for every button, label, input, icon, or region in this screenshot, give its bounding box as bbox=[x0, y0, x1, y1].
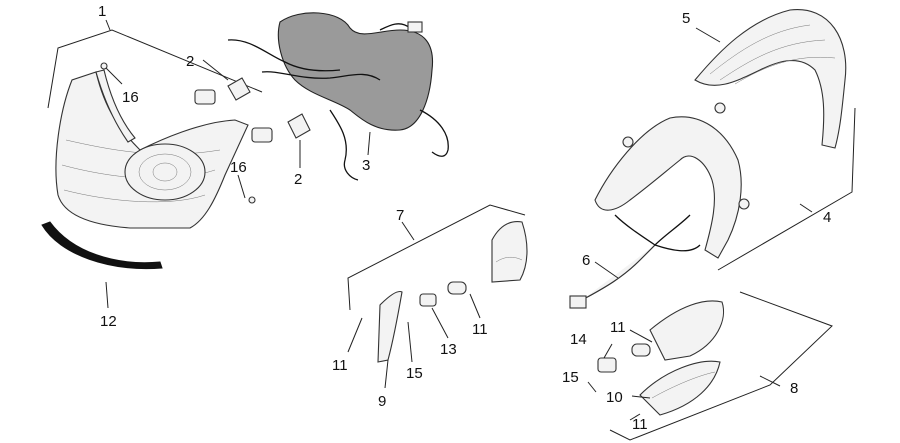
indicator-bulb bbox=[447, 281, 467, 295]
leader-2a bbox=[202, 59, 229, 81]
bulb-4a bbox=[622, 136, 634, 148]
group-4-bracket bbox=[717, 107, 856, 271]
indicator-lens-9 bbox=[377, 291, 403, 363]
group-1-bracket bbox=[47, 29, 263, 109]
bulb-4b bbox=[738, 198, 750, 210]
group-7-bracket bbox=[347, 204, 526, 311]
leader-5 bbox=[695, 27, 721, 43]
indicator-bulb-13 bbox=[419, 293, 437, 307]
leader-3 bbox=[367, 131, 371, 156]
headlight-lens bbox=[124, 143, 206, 201]
leader-14 bbox=[603, 343, 613, 359]
leader-16b bbox=[237, 174, 246, 199]
callout-11d: 11 bbox=[632, 416, 648, 433]
callout-12: 12 bbox=[100, 313, 117, 330]
bulb-a bbox=[194, 89, 216, 105]
socket-2a bbox=[227, 77, 251, 101]
holder-body bbox=[594, 116, 742, 259]
callout-14: 14 bbox=[570, 331, 587, 348]
callout-13: 13 bbox=[440, 341, 457, 358]
rear-housing-wiring bbox=[227, 12, 449, 181]
leader-1 bbox=[105, 19, 111, 31]
leader-11d bbox=[629, 413, 641, 421]
harness-connector bbox=[569, 295, 587, 309]
callout-6: 6 bbox=[582, 252, 590, 269]
callout-4: 4 bbox=[823, 209, 831, 226]
leader-12 bbox=[105, 281, 109, 309]
connector bbox=[407, 21, 423, 33]
leader-16a bbox=[105, 67, 123, 85]
callout-8: 8 bbox=[790, 380, 798, 397]
screw-16a bbox=[100, 62, 108, 70]
bulb-b bbox=[251, 127, 273, 143]
tail-light-holder bbox=[594, 102, 856, 271]
left-turn-indicator bbox=[347, 204, 528, 389]
leader-15a bbox=[407, 321, 413, 363]
callout-2a: 2 bbox=[186, 53, 194, 70]
callout-10: 10 bbox=[606, 389, 623, 406]
leader-11c bbox=[629, 329, 653, 343]
callout-15b: 15 bbox=[562, 369, 579, 386]
headlight-side-trim bbox=[95, 69, 136, 143]
leader-6 bbox=[594, 261, 619, 279]
lens-5 bbox=[694, 9, 847, 149]
indicator-lens-10 bbox=[639, 360, 721, 416]
leader-10 bbox=[631, 395, 651, 399]
callout-2b: 2 bbox=[294, 171, 302, 188]
wiring-harness bbox=[569, 214, 701, 309]
callout-1: 1 bbox=[98, 3, 106, 20]
callout-5: 5 bbox=[682, 10, 690, 27]
callout-7: 7 bbox=[396, 207, 404, 224]
bulb-4c bbox=[714, 102, 726, 114]
leader-11a bbox=[347, 317, 363, 353]
leader-4 bbox=[799, 203, 813, 213]
callout-9: 9 bbox=[378, 393, 386, 410]
leader-15b bbox=[587, 381, 597, 393]
callout-11c: 11 bbox=[610, 319, 626, 336]
lower-trim-strip bbox=[41, 221, 163, 270]
leader-11b bbox=[469, 293, 481, 319]
leader-13 bbox=[431, 307, 449, 339]
right-turn-indicator bbox=[587, 291, 833, 441]
group-8-bracket bbox=[609, 291, 833, 441]
indicator-housing bbox=[649, 300, 724, 361]
rear-housing bbox=[277, 12, 434, 131]
indicator-bulb-14 bbox=[597, 357, 617, 373]
callout-11b: 11 bbox=[472, 321, 488, 338]
tail-light-lens bbox=[694, 9, 847, 149]
headlight-assembly bbox=[41, 19, 311, 309]
leader-9 bbox=[384, 359, 389, 389]
callout-16b: 16 bbox=[230, 159, 247, 176]
callout-11a: 11 bbox=[332, 357, 348, 374]
indicator-lens-rear bbox=[491, 221, 528, 283]
leader-7 bbox=[401, 221, 415, 241]
callout-3: 3 bbox=[362, 157, 370, 174]
leader-8 bbox=[759, 375, 781, 387]
callout-15a: 15 bbox=[406, 365, 423, 382]
screw-16b bbox=[248, 196, 256, 204]
indicator-bulb-b bbox=[631, 343, 651, 357]
callout-16a: 16 bbox=[122, 89, 139, 106]
socket-2b bbox=[287, 113, 311, 139]
